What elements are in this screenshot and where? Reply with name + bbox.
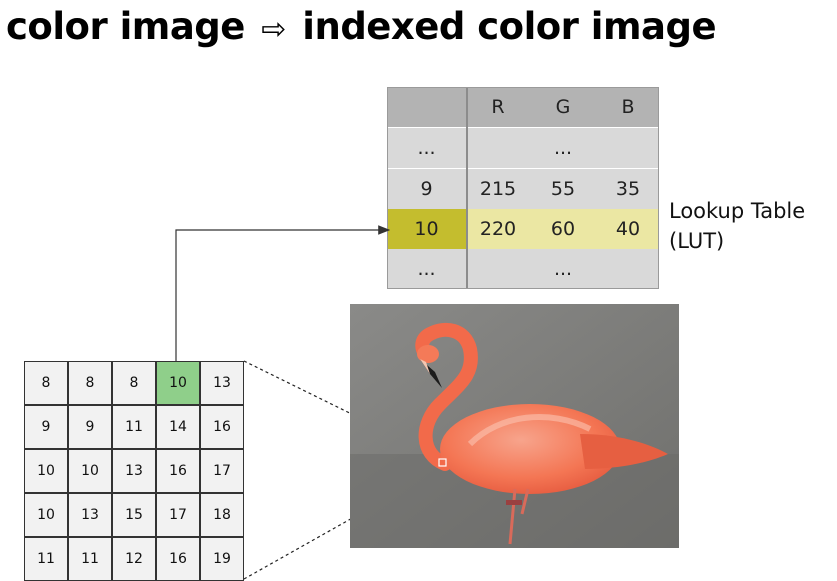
lut-row-highlighted: 10 220 60 40 [387,209,659,249]
lut-b-value: 40 [615,218,641,240]
lut-index: ... [417,137,436,159]
pixel-cell: 13 [112,449,156,493]
lut-rgb-ellipsis: ... [553,137,573,159]
lut-g-value: 60 [550,218,576,240]
pixel-cell: 11 [112,405,156,449]
pixel-cell: 14 [156,405,200,449]
lut-row: 9 215 55 35 [387,168,659,209]
flamingo-photo [350,304,679,548]
zoom-dashed-line-top [243,360,444,460]
pixel-cell: 15 [112,493,156,537]
pixel-cell: 17 [156,493,200,537]
lut-label-line1: Lookup Table [669,199,806,223]
lut-rgb-ellipsis: ... [553,258,573,280]
pixel-cell: 8 [112,361,156,405]
lut-header-r: R [491,96,505,118]
lut-row: ... ... [387,128,659,168]
pixel-cell: 13 [68,493,112,537]
lut-label: Lookup Table (LUT) [669,196,805,256]
pixel-cell: 17 [200,449,244,493]
lut-index: 9 [420,178,433,200]
lut-row: ... ... [387,249,659,289]
lut-label-line2: (LUT) [669,229,725,253]
pixel-cell: 10 [24,493,68,537]
pixel-cell: 8 [68,361,112,405]
pixel-cell: 16 [200,405,244,449]
pixel-cell: 11 [68,537,112,581]
pixel-cell: 16 [156,449,200,493]
right-arrow-icon: ⇨ [261,12,286,47]
lut-header-row: R G B [387,87,659,127]
pixel-cell: 12 [112,537,156,581]
lut-r-value: 215 [479,178,517,200]
pixel-cell: 10 [68,449,112,493]
lut-header-g: G [555,96,571,118]
title-left: color image [6,5,245,48]
lut-g-value: 55 [550,178,576,200]
zoom-dashed-line-bottom [243,466,444,580]
pixel-cell: 13 [200,361,244,405]
pixel-cell: 18 [200,493,244,537]
index-lookup-arrow [175,225,391,363]
lut-index: ... [417,258,436,280]
lut-r-value: 220 [479,218,517,240]
pixel-cell: 16 [156,537,200,581]
lut-column-divider [466,87,468,289]
slide-title: color image ⇨ indexed color image [6,2,717,52]
lut-b-value: 35 [615,178,641,200]
pixel-cell: 19 [200,537,244,581]
pixel-cell: 11 [24,537,68,581]
lut-index-highlighted: 10 [387,209,466,249]
pixel-cell: 8 [24,361,68,405]
pixel-cell: 9 [68,405,112,449]
pixel-cell-highlighted: 10 [156,361,200,405]
pixel-cell: 10 [24,449,68,493]
lookup-table: R G B ... ... 9 215 55 35 10 220 60 40 .… [387,87,659,289]
lut-border [387,87,659,289]
lut-header-b: B [621,96,635,118]
pixel-cell: 9 [24,405,68,449]
title-right: indexed color image [302,5,717,48]
